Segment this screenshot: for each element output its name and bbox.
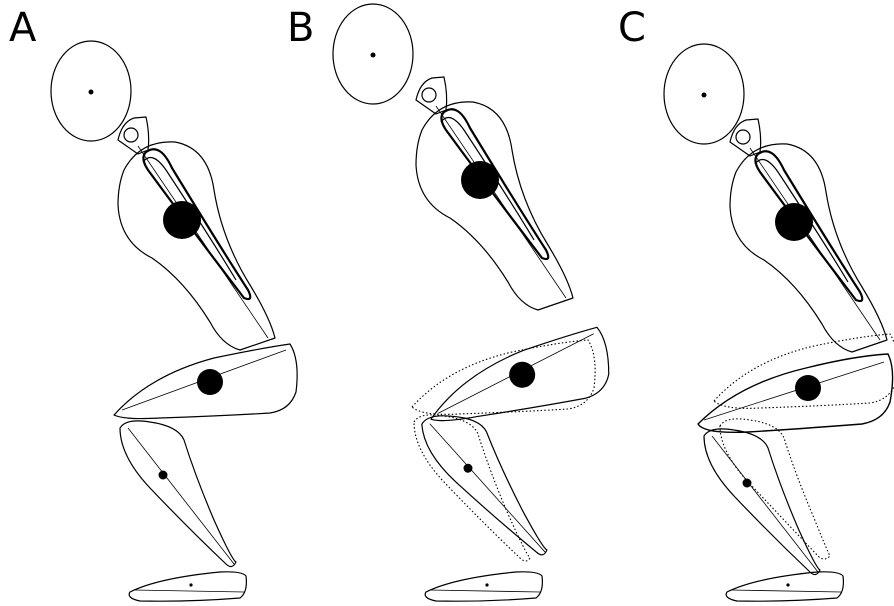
foot-outline	[425, 572, 542, 601]
trunk-outline	[730, 144, 887, 352]
shank-com-dot	[463, 463, 473, 473]
panel-b-figure	[333, 4, 613, 601]
panel-label-c: C	[618, 8, 646, 48]
trunk-axis	[436, 106, 566, 298]
bar-circle	[736, 130, 750, 144]
foot-axis	[430, 590, 540, 592]
ghost-thigh-outline	[412, 340, 595, 414]
foot-axis	[731, 590, 841, 592]
shank-com-dot	[743, 479, 752, 488]
trunk-outline	[416, 102, 573, 310]
head-com-dot	[371, 53, 376, 58]
foot-com-dot	[786, 583, 789, 586]
shank-axis	[712, 436, 818, 572]
panel-a-figure	[51, 41, 297, 601]
trunk-com-dot	[775, 203, 813, 241]
foot-outline	[726, 572, 843, 601]
trunk-axis	[750, 148, 880, 340]
panel-label-a: A	[9, 8, 36, 48]
foot-com-dot	[485, 583, 488, 586]
panel-c-figure	[664, 44, 894, 601]
head-com-dot	[702, 93, 707, 98]
shank-axis	[430, 416, 545, 559]
shank-outline	[421, 409, 547, 562]
trunk-com-dot	[461, 161, 499, 199]
thigh-com-dot	[795, 375, 821, 401]
panel-label-b: B	[287, 8, 314, 48]
ghost-shank-outline	[414, 415, 530, 561]
thigh-com-dot	[508, 360, 537, 389]
thigh-outline	[698, 354, 893, 432]
bar-circle	[422, 88, 436, 102]
